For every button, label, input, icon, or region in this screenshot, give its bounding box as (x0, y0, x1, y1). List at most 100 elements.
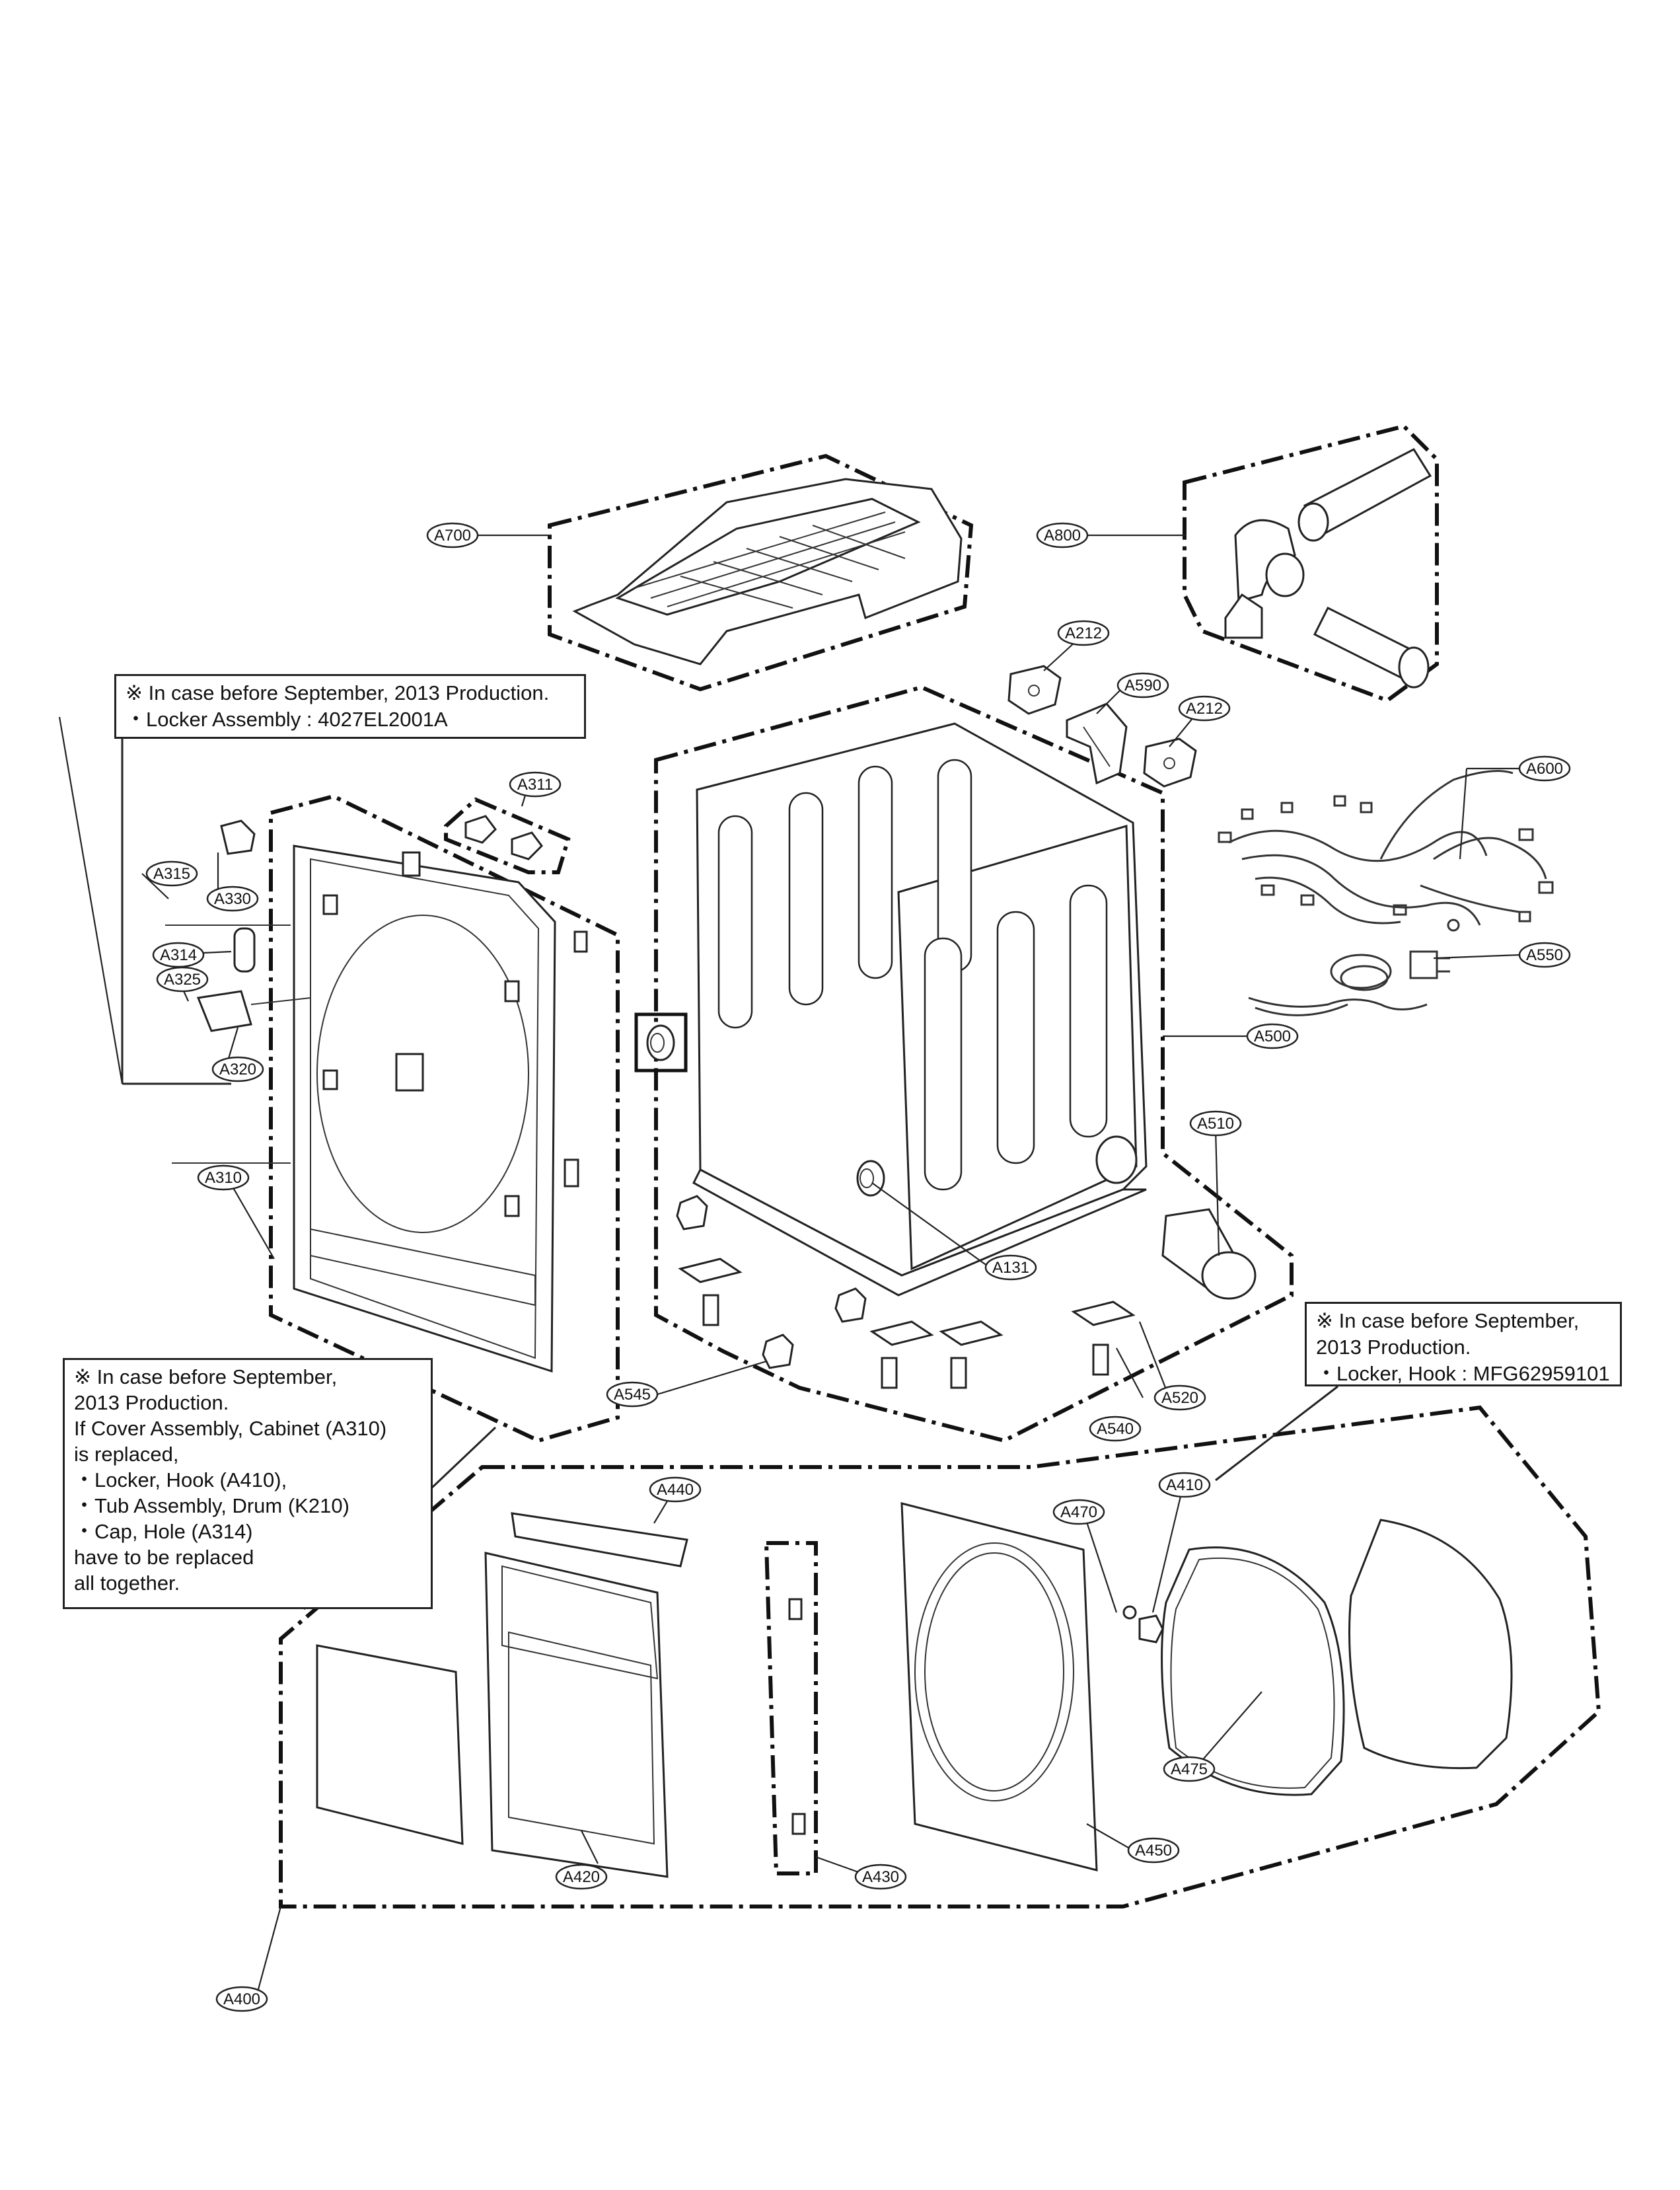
callout-a450: A450 (1127, 1837, 1180, 1864)
svg-text:A475: A475 (1171, 1760, 1208, 1778)
callout-a545: A545 (606, 1381, 659, 1408)
svg-text:A520: A520 (1161, 1389, 1198, 1407)
svg-text:A500: A500 (1254, 1028, 1291, 1045)
callout-a131: A131 (984, 1254, 1037, 1281)
callout-a700: A700 (426, 522, 479, 548)
svg-text:A410: A410 (1166, 1476, 1203, 1494)
callout-a314: A314 (152, 942, 205, 968)
note-cover-assembly: ※ In case before September, 2013 Product… (63, 1358, 433, 1609)
a440-door-handle (511, 1512, 688, 1567)
a550-power-cord (1248, 950, 1450, 1016)
callout-a440: A440 (649, 1476, 702, 1503)
note-locker-assembly: ※ In case before September, 2013 Product… (114, 674, 586, 739)
note2-line1: ※ In case before September, (74, 1365, 338, 1388)
svg-text:A315: A315 (153, 865, 190, 883)
note2-line7: ・Cap, Hole (A314) (74, 1520, 253, 1543)
a430-hinge-part (788, 1598, 806, 1835)
callout-a540: A540 (1089, 1416, 1142, 1442)
note1-line1: ※ In case before September, 2013 Product… (126, 681, 550, 704)
svg-text:A325: A325 (164, 971, 201, 989)
callout-a315: A315 (145, 860, 198, 887)
a510-exhaust-duct (1161, 1208, 1257, 1300)
svg-text:A450: A450 (1135, 1842, 1172, 1860)
svg-text:A700: A700 (434, 527, 471, 545)
note2-line4: is replaced, (74, 1443, 179, 1466)
svg-text:A540: A540 (1097, 1420, 1134, 1438)
locker-assembly-parts (165, 819, 311, 1164)
a410-a470-hook-parts (1122, 1605, 1164, 1643)
a400-door-glass (1348, 1519, 1513, 1770)
callout-a500: A500 (1246, 1023, 1299, 1049)
a500-cabinet-part (692, 722, 1148, 1297)
callout-a510: A510 (1189, 1110, 1242, 1137)
note2-line8: have to be replaced (74, 1546, 254, 1569)
note2-line3: If Cover Assembly, Cabinet (A310) (74, 1417, 387, 1440)
a212-clip-upper (1007, 665, 1062, 715)
a311-small-brackets (464, 815, 543, 860)
group-outline-a500 (654, 685, 1294, 1443)
svg-text:A800: A800 (1044, 527, 1081, 545)
svg-text:A550: A550 (1526, 946, 1563, 964)
callout-a212-upper: A212 (1057, 620, 1110, 646)
callout-a212-lower: A212 (1178, 695, 1231, 722)
callout-a550: A550 (1518, 942, 1571, 968)
callout-a400: A400 (215, 1986, 268, 2012)
svg-text:A510: A510 (1197, 1115, 1234, 1133)
group-outline-a310 (269, 794, 620, 1443)
callout-a410: A410 (1158, 1472, 1211, 1498)
note3-line2: 2013 Production. (1316, 1336, 1471, 1359)
svg-text:A430: A430 (862, 1868, 899, 1886)
group-outline-a430 (764, 1541, 818, 1875)
note1-line2: ・Locker Assembly : 4027EL2001A (126, 708, 448, 731)
note3-line1: ※ In case before September, (1316, 1309, 1580, 1332)
callout-a320: A320 (211, 1056, 264, 1082)
callout-a470: A470 (1052, 1499, 1105, 1525)
a420-door-panel (316, 1552, 669, 1878)
callout-a325: A325 (156, 966, 209, 993)
svg-text:A320: A320 (219, 1061, 256, 1078)
callout-a475: A475 (1163, 1756, 1216, 1782)
a450-inner-door-frame (900, 1502, 1098, 1871)
a800-duct-parts (1224, 448, 1432, 689)
svg-text:A590: A590 (1124, 677, 1161, 695)
callout-a311: A311 (509, 771, 562, 798)
callout-a520: A520 (1153, 1384, 1206, 1411)
group-outline-a311 (444, 797, 571, 874)
a700-top-grille-part (572, 478, 963, 665)
note2-line9: all together. (74, 1571, 180, 1595)
svg-text:A314: A314 (160, 946, 197, 964)
callout-a800: A800 (1036, 522, 1089, 548)
a131-seal-center (856, 1160, 885, 1197)
svg-text:A470: A470 (1060, 1503, 1097, 1521)
svg-text:A311: A311 (517, 776, 553, 794)
svg-text:A212: A212 (1186, 700, 1223, 718)
group-box-a131-left (634, 1012, 688, 1073)
group-outline-a400 (279, 1405, 1601, 1908)
a475-door-gasket (1161, 1546, 1345, 1796)
callout-a310: A310 (197, 1164, 250, 1191)
leg-assemblies (676, 1195, 1136, 1389)
svg-text:A545: A545 (614, 1386, 651, 1404)
note2-line6: ・Tub Assembly, Drum (K210) (74, 1494, 349, 1517)
svg-text:A420: A420 (563, 1868, 600, 1886)
note2-line2: 2013 Production. (74, 1391, 229, 1414)
a590-bracket-part (1066, 702, 1128, 785)
group-outline-a700 (548, 453, 974, 692)
svg-text:A330: A330 (214, 890, 251, 908)
a131-seal-left (646, 1024, 675, 1061)
svg-text:A440: A440 (657, 1481, 694, 1499)
a310-front-cover-part (293, 845, 588, 1373)
a600-wire-harness (1218, 770, 1554, 932)
svg-text:A400: A400 (223, 1990, 260, 2008)
svg-text:A600: A600 (1526, 760, 1563, 778)
svg-text:A310: A310 (205, 1169, 242, 1187)
note-locker-hook: ※ In case before September, 2013 Product… (1305, 1302, 1622, 1386)
note2-line5: ・Locker, Hook (A410), (74, 1468, 287, 1491)
a212-clip-lower (1143, 737, 1197, 788)
callout-a420: A420 (555, 1864, 608, 1890)
note3-line3: ・Locker, Hook : MFG62959101 (1316, 1362, 1610, 1385)
svg-text:A131: A131 (992, 1259, 1029, 1277)
callout-a600: A600 (1518, 755, 1571, 782)
callout-a430: A430 (854, 1864, 907, 1890)
